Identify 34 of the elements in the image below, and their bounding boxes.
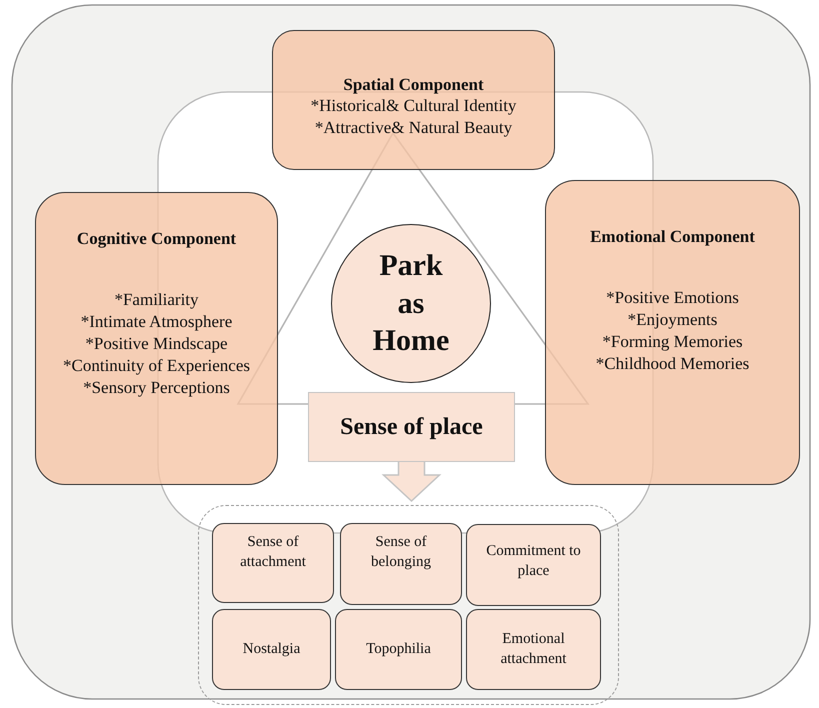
bullet-item: *Continuity of Experiences bbox=[63, 355, 250, 378]
bullet-item: *Positive Mindscape bbox=[85, 333, 228, 356]
bullet-item: *Childhood Memories bbox=[596, 353, 750, 376]
component-box bbox=[545, 180, 800, 485]
box-title: Sense of place bbox=[340, 414, 483, 440]
label-box bbox=[308, 392, 515, 462]
concept-box bbox=[335, 609, 462, 690]
dashed-group-box bbox=[198, 505, 619, 705]
block-arrow bbox=[382, 461, 442, 502]
concept-label: Emotional attachment bbox=[500, 630, 568, 668]
bullet-item: *Familiarity bbox=[114, 289, 199, 311]
concept-box bbox=[466, 524, 601, 606]
component-box bbox=[35, 192, 278, 485]
center-title: Park as Home bbox=[372, 248, 450, 360]
concept-box bbox=[340, 523, 462, 605]
concept-label: Sense of belonging bbox=[370, 533, 432, 572]
concept-label: Commitment to place bbox=[485, 542, 582, 580]
box-heading: Spatial Component bbox=[343, 75, 484, 95]
bullet-item: *Positive Emotions bbox=[606, 287, 739, 309]
concept-box bbox=[466, 609, 601, 690]
bullet-item: *Forming Memories bbox=[602, 331, 743, 354]
box-heading: Cognitive Component bbox=[76, 229, 236, 249]
component-box bbox=[272, 30, 555, 170]
bullet-item: *Historical& Cultural Identity bbox=[310, 95, 516, 117]
bullet-item: *Sensory Perceptions bbox=[83, 377, 230, 400]
bullet-item: *Enjoyments bbox=[628, 309, 718, 332]
concept-box bbox=[212, 523, 334, 603]
concept-label: Nostalgia bbox=[242, 640, 300, 659]
concept-label: Topophilia bbox=[366, 640, 431, 659]
bullet-item: *Intimate Atmosphere bbox=[80, 311, 232, 334]
box-heading: Emotional Component bbox=[590, 227, 755, 247]
concept-label: Sense of attachment bbox=[239, 533, 307, 572]
bullet-item: *Attractive& Natural Beauty bbox=[314, 117, 512, 140]
concept-box bbox=[212, 609, 331, 690]
